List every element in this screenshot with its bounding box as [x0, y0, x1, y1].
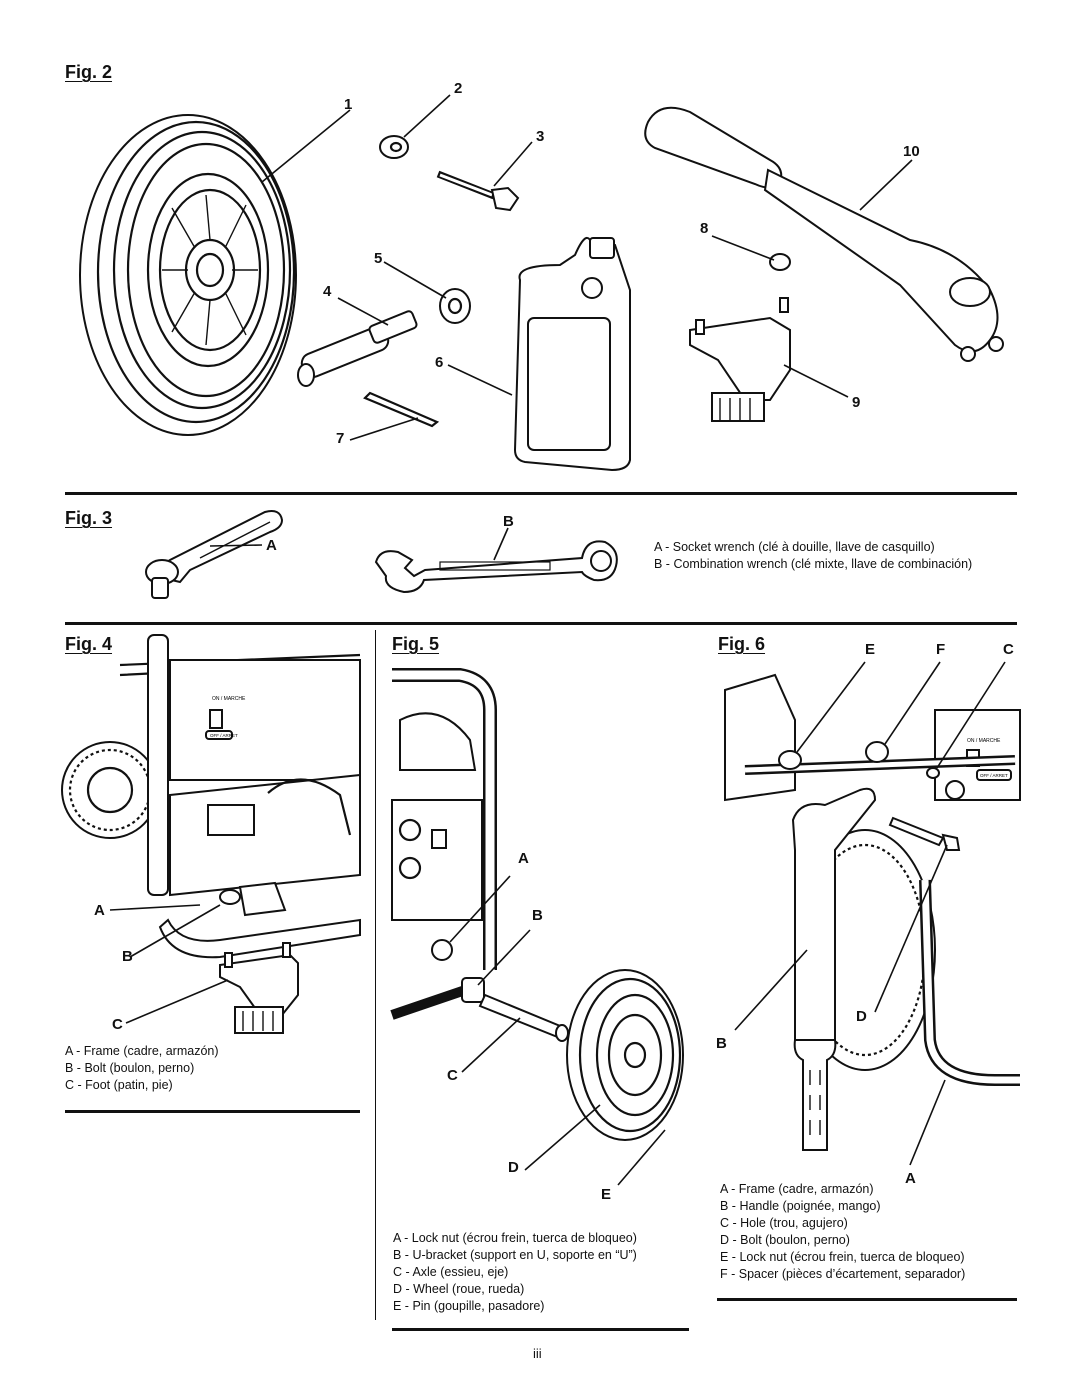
fig5-legend-c: C - Axle (essieu, eje)	[393, 1265, 509, 1279]
fig4-legend: A - Frame (cadre, armazón) B - Bolt (bou…	[65, 1043, 219, 1094]
fig6-callout-d: D	[856, 1008, 867, 1025]
fig6-title: Fig. 6	[718, 634, 766, 654]
fig4-panel-off: OFF / ARRET	[210, 733, 238, 738]
fig4-illustration: ON / MARCHE OFF / ARRET	[61, 634, 361, 1034]
divider-fig3	[65, 622, 1017, 625]
fig5-legend: A - Lock nut (écrou frein, tuerca de blo…	[393, 1230, 637, 1315]
fig5-callout-e: E	[601, 1186, 612, 1203]
fig6-legend-f: F - Spacer (pièces d’écartement, separad…	[720, 1267, 966, 1281]
callout-2: 2	[454, 80, 463, 97]
fig5-legend-d: D - Wheel (roue, rueda)	[393, 1282, 525, 1296]
fig6-legend-d: D - Bolt (boulon, perno)	[720, 1233, 850, 1247]
fig6-callout-c: C	[1003, 641, 1014, 658]
fig6-legend-e: E - Lock nut (écrou frein, tuerca de blo…	[720, 1250, 965, 1264]
fig3-legend-a: A - Socket wrench (clé à douille, llave …	[654, 540, 935, 554]
fig3-callout-b: B	[503, 513, 514, 530]
callout-6: 6	[435, 354, 444, 371]
callout-1: 1	[344, 96, 353, 113]
fig5-legend-e: E - Pin (goupille, pasadore)	[393, 1299, 545, 1313]
page-number: iii	[533, 1346, 542, 1361]
fig6-legend: A - Frame (cadre, armazón) B - Handle (p…	[720, 1181, 965, 1283]
fig4-legend-a: A - Frame (cadre, armazón)	[65, 1044, 219, 1058]
fig2-illustration	[79, 94, 1004, 472]
column-divider	[375, 630, 376, 1320]
divider-fig2	[65, 492, 1017, 495]
fig2-title: Fig. 2	[65, 62, 113, 82]
fig4-panel-on: ON / MARCHE	[212, 696, 246, 702]
fig5-callout-d: D	[508, 1159, 519, 1176]
fig3-title: Fig. 3	[65, 508, 113, 528]
divider-fig5	[392, 1328, 689, 1331]
fig5-legend-b: B - U-bracket (support en U, soporte en …	[393, 1248, 637, 1262]
fig6-callout-f: F	[936, 641, 946, 658]
fig6-callout-e: E	[865, 641, 876, 658]
fig5-callout-c: C	[447, 1067, 458, 1084]
callout-4: 4	[323, 283, 332, 300]
callout-3: 3	[536, 128, 545, 145]
divider-fig6	[717, 1298, 1017, 1301]
fig6-legend-a: A - Frame (cadre, armazón)	[720, 1182, 874, 1196]
wheel-part-1	[79, 114, 297, 436]
callout-10: 10	[903, 143, 920, 160]
fig6-illustration: ON / MARCHE OFF / ARRET	[724, 661, 1021, 1166]
fig4-legend-c: C - Foot (patin, pie)	[65, 1078, 173, 1092]
callout-9: 9	[852, 394, 861, 411]
fig6-panel-on: ON / MARCHE	[967, 738, 1001, 744]
fig4-callout-a: A	[94, 902, 105, 919]
fig4-legend-b: B - Bolt (boulon, perno)	[65, 1061, 195, 1075]
fig6-callout-a: A	[905, 1170, 916, 1187]
fig3-illustration	[145, 510, 618, 599]
fig4-callout-b: B	[122, 948, 133, 965]
fig3-legend: A - Socket wrench (clé à douille, llave …	[654, 539, 972, 573]
fig4-title: Fig. 4	[65, 634, 113, 654]
fig3-legend-b: B - Combination wrench (clé mixte, llave…	[654, 557, 973, 571]
fig4-callout-c: C	[112, 1016, 123, 1033]
callout-7: 7	[336, 430, 345, 447]
fig5-callout-b: B	[532, 907, 543, 924]
fig5-callout-a: A	[518, 850, 529, 867]
fig5-legend-a: A - Lock nut (écrou frein, tuerca de blo…	[393, 1231, 637, 1245]
fig6-callout-b: B	[716, 1035, 727, 1052]
fig3-callout-a: A	[266, 537, 277, 554]
fig6-panel-off: OFF / ARRET	[980, 773, 1008, 778]
fig6-legend-c: C - Hole (trou, agujero)	[720, 1216, 848, 1230]
fig5-title: Fig. 5	[392, 634, 440, 654]
callout-8: 8	[700, 220, 709, 237]
fig6-legend-b: B - Handle (poignée, mango)	[720, 1199, 881, 1213]
fig5-illustration	[390, 668, 684, 1186]
callout-5: 5	[374, 250, 383, 267]
divider-fig4	[65, 1110, 360, 1113]
